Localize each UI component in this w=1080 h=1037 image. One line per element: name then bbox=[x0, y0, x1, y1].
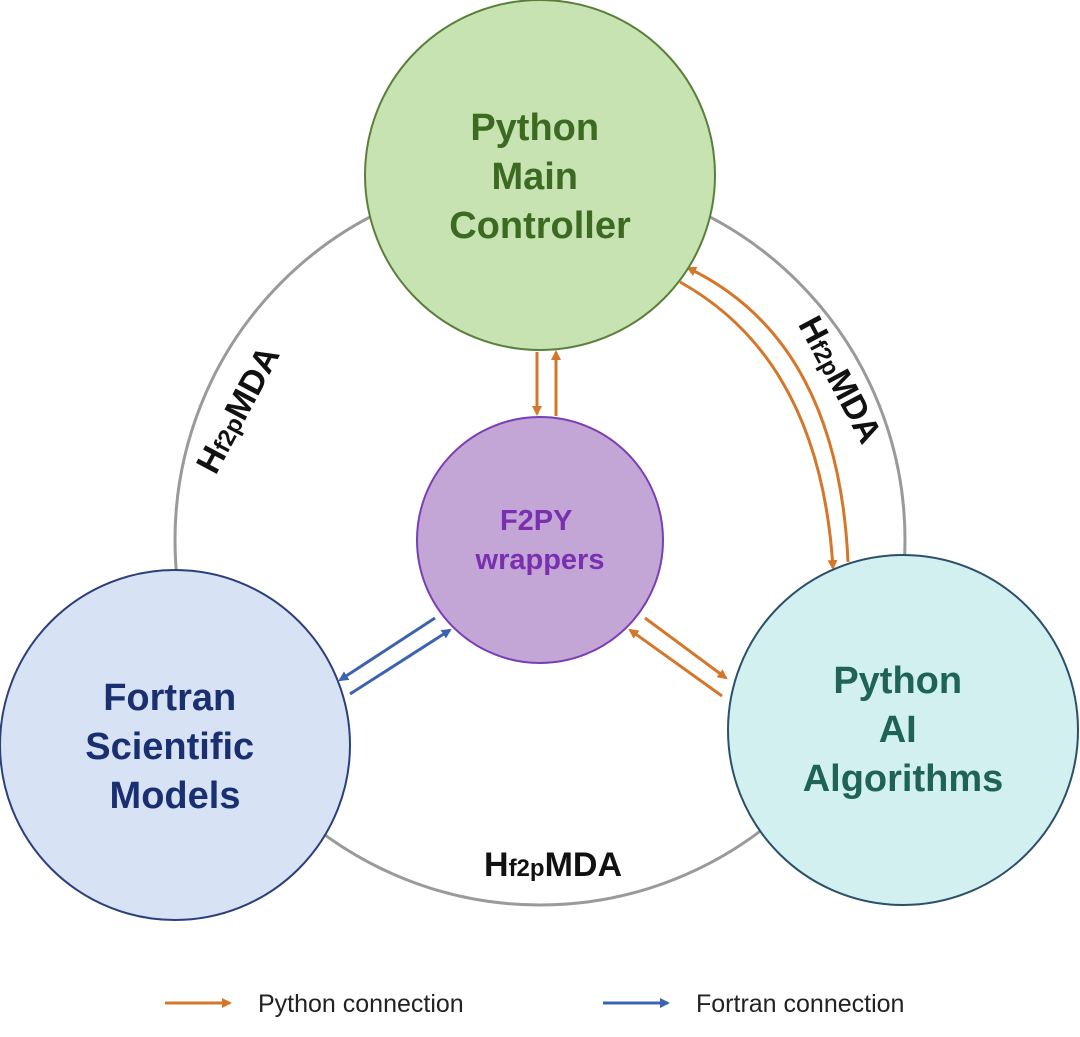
python-arrow-ai-to-controller bbox=[686, 266, 850, 563]
ring-label-left: Hf2pMDA bbox=[189, 340, 287, 480]
node-ai-label-line-1: Python bbox=[833, 660, 962, 702]
node-controller-circle bbox=[364, 0, 716, 351]
ring-label-bottom-suffix: MDA bbox=[545, 846, 622, 884]
ring-label-bottom-sub: f2p bbox=[509, 855, 545, 882]
node-controller-label-line-1: Python bbox=[470, 107, 599, 149]
node-controller-label: Python Main Controller bbox=[449, 107, 631, 247]
node-fortran-label-line-1: Fortran bbox=[103, 677, 236, 719]
node-controller-label-line-3: Controller bbox=[449, 205, 631, 247]
svg-text:Hf2pMDA: Hf2pMDA bbox=[189, 340, 287, 480]
fortran-arrow-f2py-to-fortran bbox=[338, 616, 436, 682]
legend-fortran-label: Fortran connection bbox=[696, 990, 904, 1018]
legend: Python connection Fortran connection bbox=[165, 990, 904, 1018]
ring-label-bottom: Hf2pMDA bbox=[484, 846, 622, 884]
ring-label-bottom-prefix: H bbox=[484, 846, 509, 884]
node-ai-label: Python AI Algorithms bbox=[803, 660, 1004, 800]
python-arrow-ai-to-f2py bbox=[628, 628, 723, 698]
python-arrow-controller-to-ai bbox=[679, 280, 838, 570]
fortran-arrow-fortran-to-f2py bbox=[349, 628, 452, 696]
node-fortran-label: Fortran Scientific Models bbox=[85, 677, 265, 817]
node-fortran-label-line-3: Models bbox=[110, 775, 241, 817]
node-f2py-circle bbox=[416, 416, 664, 664]
node-python-main-controller: Python Main Controller bbox=[364, 0, 716, 351]
node-ai-label-line-3: Algorithms bbox=[803, 758, 1004, 800]
node-f2py-label-line-1: F2PY bbox=[500, 505, 572, 537]
svg-text:Hf2pMDA: Hf2pMDA bbox=[484, 846, 622, 884]
legend-python-label: Python connection bbox=[258, 990, 464, 1018]
node-f2py-label-line-2: wrappers bbox=[475, 544, 605, 576]
node-controller-label-line-2: Main bbox=[491, 156, 578, 198]
node-fortran-circle bbox=[0, 569, 351, 921]
node-fortran-label-line-2: Scientific bbox=[85, 726, 254, 768]
node-fortran-scientific-models: Fortran Scientific Models bbox=[0, 569, 351, 921]
node-ai-label-line-2: AI bbox=[879, 709, 917, 751]
node-python-ai-algorithms: Python AI Algorithms bbox=[727, 554, 1079, 906]
node-ai-circle bbox=[727, 554, 1079, 906]
python-arrow-f2py-to-ai bbox=[644, 616, 728, 680]
node-f2py-wrappers: F2PY wrappers bbox=[416, 416, 664, 664]
node-f2py-label: F2PY wrappers bbox=[475, 505, 605, 576]
